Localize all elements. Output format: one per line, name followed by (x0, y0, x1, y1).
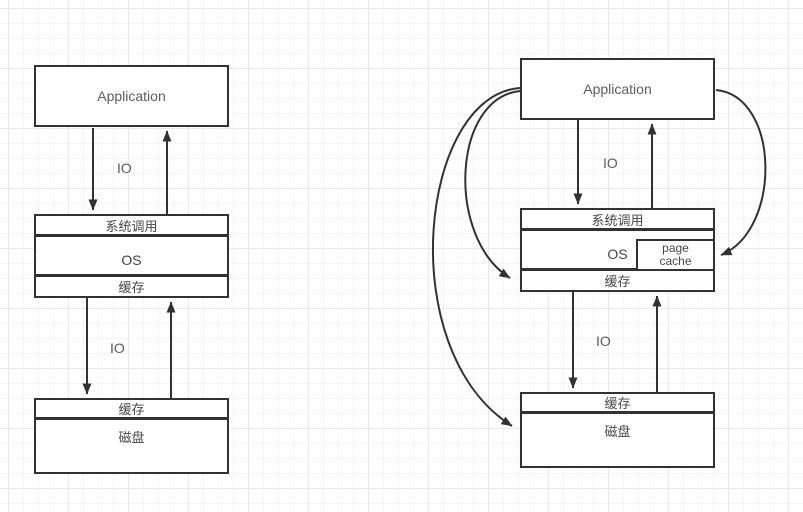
left-io-label-bottom[interactable]: IO (110, 340, 125, 356)
left-syscall-label: 系统调用 (105, 218, 158, 234)
right-disk-cache-label: 缓存 (604, 396, 631, 411)
right-os-cache-row: 缓存 (522, 268, 713, 290)
left-application-box[interactable]: Application (34, 65, 229, 127)
left-os-body-row: OS (36, 237, 227, 274)
left-disk-cache-row: 缓存 (36, 400, 227, 420)
right-application-label: Application (583, 81, 652, 97)
right-disk-cache-row: 缓存 (522, 394, 713, 414)
left-disk-cache-label: 缓存 (118, 402, 145, 417)
right-os-cache-label: 缓存 (604, 274, 631, 289)
left-application-label: Application (97, 88, 166, 104)
right-disk-body-row: 磁盘 (522, 414, 713, 466)
right-disk-box[interactable]: 缓存 磁盘 (520, 392, 715, 468)
right-os-header-row: 系统调用 (522, 210, 713, 231)
left-os-label: OS (121, 251, 142, 268)
left-os-box[interactable]: 系统调用 OS 缓存 (34, 214, 229, 298)
page-cache-label: page cache (659, 241, 692, 268)
right-app-to-pagecache-curve-arrow[interactable] (715, 89, 767, 256)
right-os-body-row: OS page cache (522, 231, 715, 271)
right-os-label: OS (607, 245, 628, 262)
right-application-box[interactable]: Application (520, 58, 715, 120)
left-os-cache-label: 缓存 (118, 280, 145, 295)
page-cache-box[interactable]: page cache (636, 239, 715, 271)
right-app-to-disk-curve-arrow[interactable] (432, 87, 521, 427)
right-io-label-bottom[interactable]: IO (596, 333, 611, 349)
right-io-label-top[interactable]: IO (603, 155, 618, 171)
left-os-header-row: 系统调用 (36, 216, 227, 237)
left-disk-label: 磁盘 (118, 430, 145, 445)
right-app-to-oscache-curve-arrow[interactable] (464, 90, 521, 279)
right-os-box[interactable]: 系统调用 OS page cache 缓存 (520, 208, 715, 292)
right-syscall-label: 系统调用 (591, 212, 644, 228)
left-io-label-top[interactable]: IO (117, 160, 132, 176)
left-disk-body-row: 磁盘 (36, 420, 227, 472)
left-os-cache-row: 缓存 (36, 274, 227, 296)
right-disk-label: 磁盘 (604, 424, 631, 439)
left-disk-box[interactable]: 缓存 磁盘 (34, 398, 229, 474)
